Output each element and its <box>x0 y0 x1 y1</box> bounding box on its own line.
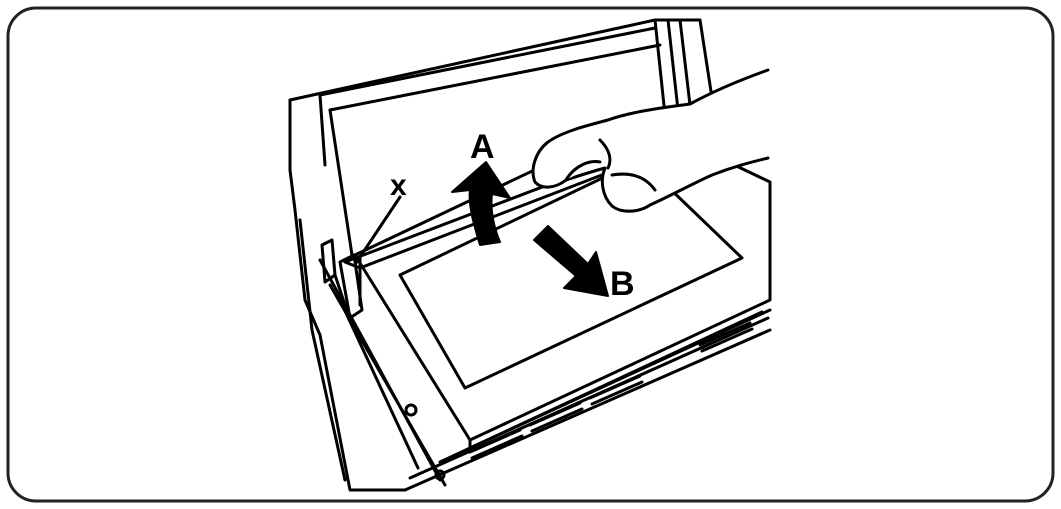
diagram-frame <box>6 6 1055 503</box>
label-b: B <box>610 265 635 303</box>
arrow-a-icon <box>451 161 511 246</box>
x-leader-line <box>354 195 402 265</box>
hand-illustration <box>531 68 770 213</box>
label-a: A <box>470 128 495 166</box>
oven-door <box>288 18 772 492</box>
label-x: x <box>390 169 407 202</box>
arrow-b-icon <box>533 225 609 297</box>
